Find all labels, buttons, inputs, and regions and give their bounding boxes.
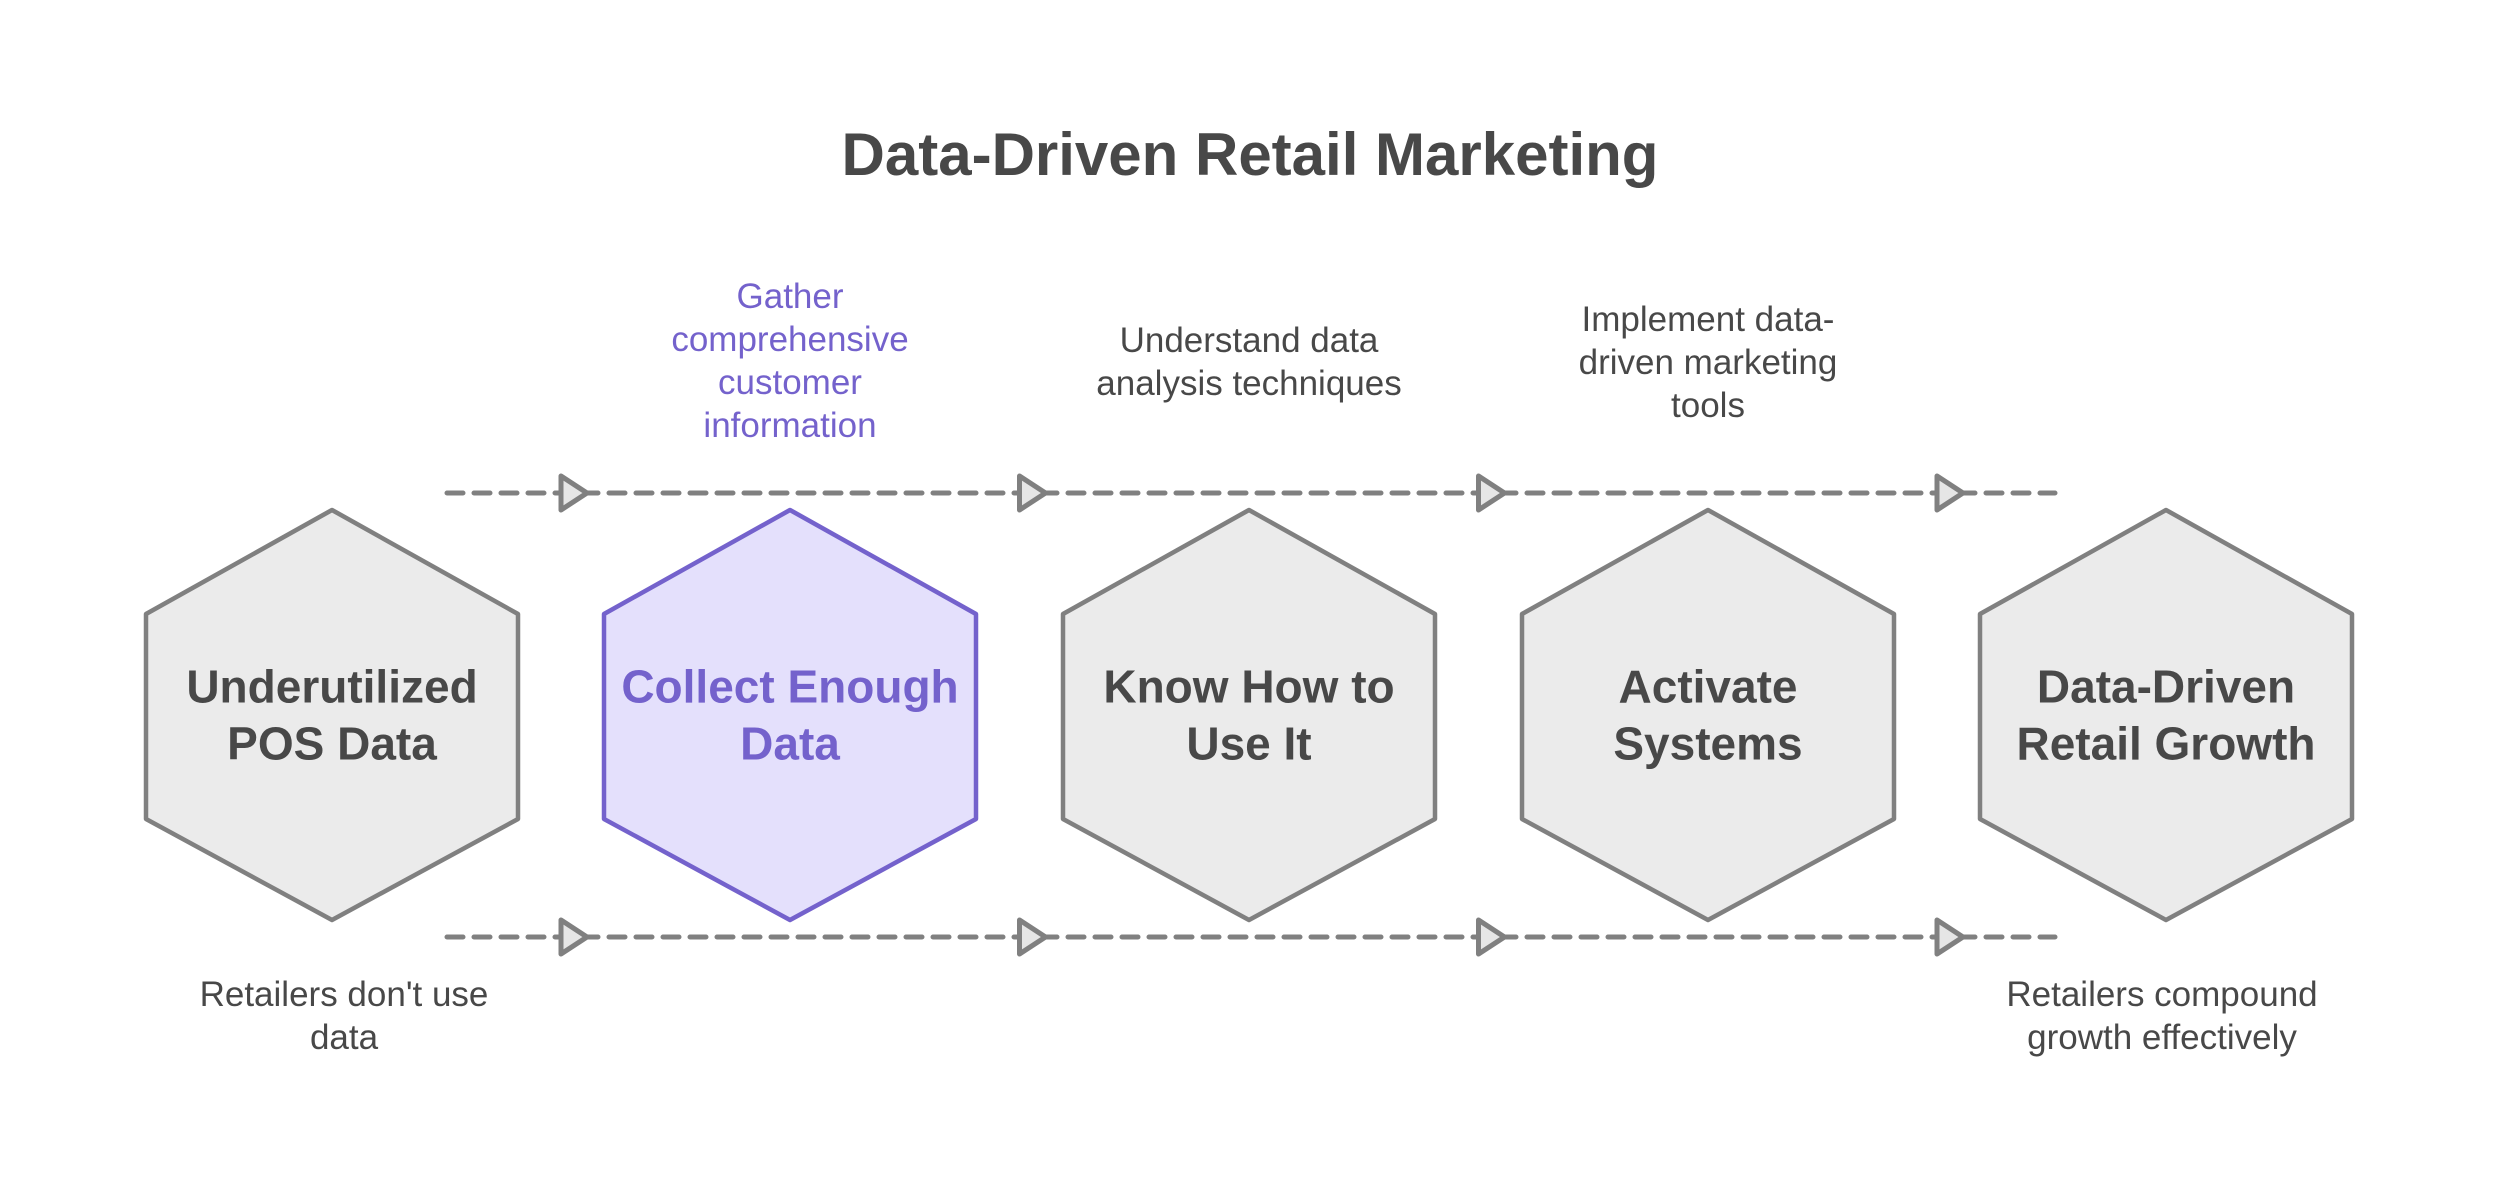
step-label: Retail Growth [2016,718,2315,770]
step-label: Collect Enough [621,661,958,713]
step-note-5: Retailers compound growth effectively [2006,975,2317,1057]
arrow-head-icon [558,473,590,513]
step-note-1: Retailers don't use data [200,975,489,1057]
step-label: Underutilized [186,661,477,713]
arrow-head-icon [558,917,590,957]
note-line: data [310,1018,379,1057]
step-label: Systems [1613,718,1802,770]
note-line: Retailers don't use [200,975,489,1014]
note-line: driven marketing [1579,343,1838,382]
note-line: customer [718,363,862,402]
step-note-4: Implement data-driven marketing tools [1579,300,1838,425]
connectors [444,473,2058,957]
connector-row-bottom [444,917,2058,957]
connector-row-top [444,473,2058,513]
arrow-head-icon [1017,473,1048,513]
note-line: Understand data [1120,321,1379,360]
step-label: Activate [1619,661,1798,713]
step-label: Data-Driven [2037,661,2295,713]
step-label: Know How to [1103,661,1394,713]
diagram-title: Data-Driven Retail Marketing [842,121,1659,188]
hexagon-shape [1060,507,1438,923]
hexagon-shape [1977,507,2355,923]
note-line: Retailers compound [2006,975,2317,1014]
arrow-head-icon [1476,917,1507,957]
note-line: information [703,406,876,445]
note-line: growth effectively [2027,1018,2297,1057]
arrow-head-icon [1476,473,1507,513]
hexagon-shape [143,507,521,923]
hexagon-shape [601,507,979,923]
step-label: Use It [1186,718,1311,770]
arrow-head-icon [1934,917,1966,957]
arrow-head-icon [1017,917,1048,957]
step-label: POS Data [227,718,437,770]
step-note-3: Understand data analysis techniques [1096,321,1401,403]
note-line: comprehensive [671,320,908,359]
step-note-2: Gather comprehensive customer information [671,277,908,445]
note-line: tools [1671,386,1745,425]
step-notes: Retailers don't use data Gather comprehensi… [200,277,2318,1057]
arrow-head-icon [1934,473,1966,513]
note-line: Gather [737,277,844,316]
note-line: analysis techniques [1096,364,1401,403]
hexagon-shape [1519,507,1897,923]
note-line: Implement data- [1582,300,1835,339]
step-label: Data [740,718,840,770]
